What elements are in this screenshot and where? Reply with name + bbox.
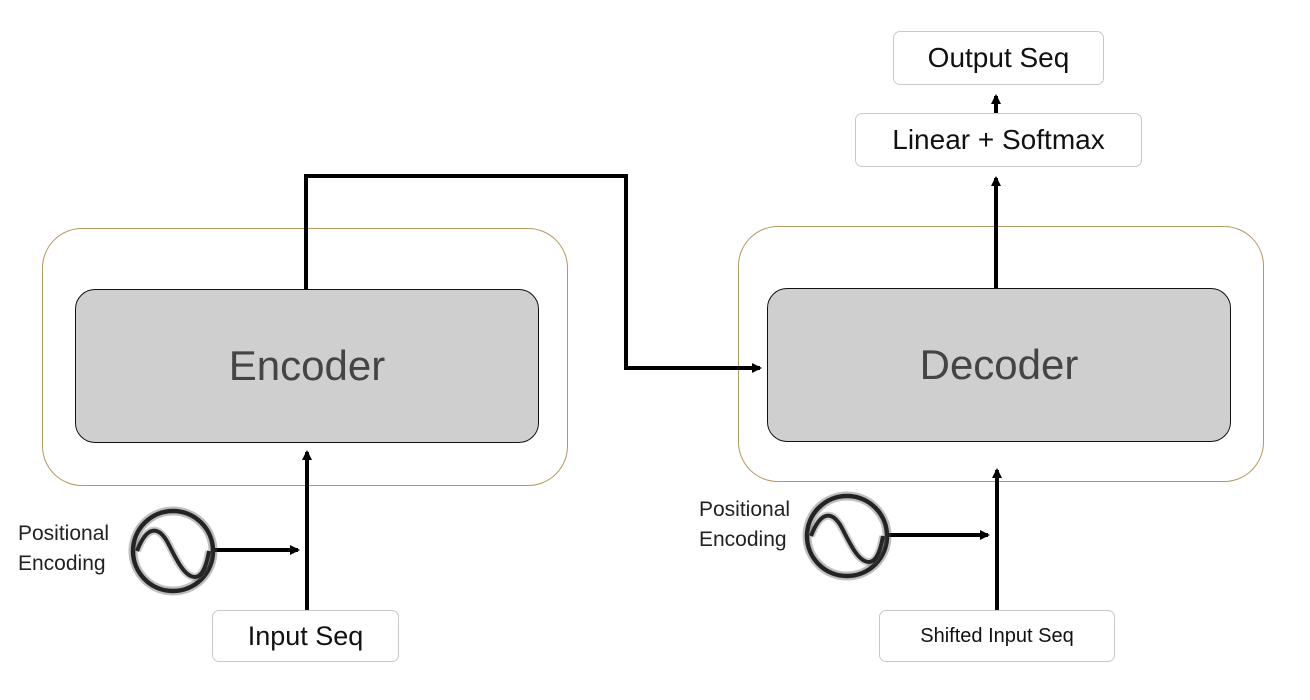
decoder-label: Decoder bbox=[919, 341, 1079, 388]
sine-wave-icon bbox=[128, 506, 218, 596]
shifted-input-seq-label: Shifted Input Seq bbox=[920, 624, 1074, 647]
input-seq-box: Input Seq bbox=[212, 610, 399, 662]
shifted-input-seq-box: Shifted Input Seq bbox=[879, 610, 1115, 662]
encoder-to-decoder-arrow bbox=[304, 174, 762, 373]
encoder-positional-encoding-text: Positional Encoding bbox=[18, 522, 110, 575]
linear-softmax-box: Linear + Softmax bbox=[855, 113, 1142, 167]
decoder-block: Decoder bbox=[767, 288, 1231, 442]
sine-wave-icon bbox=[802, 491, 892, 581]
output-seq-label: Output Seq bbox=[927, 42, 1070, 73]
encoder-label: Encoder bbox=[228, 342, 386, 389]
input-seq-label: Input Seq bbox=[247, 620, 364, 651]
output-seq-box: Output Seq bbox=[893, 31, 1104, 85]
decoder-positional-encoding-text: Positional Encoding bbox=[699, 498, 791, 551]
encoder-block: Encoder bbox=[75, 289, 539, 443]
linear-softmax-label: Linear + Softmax bbox=[892, 124, 1105, 155]
